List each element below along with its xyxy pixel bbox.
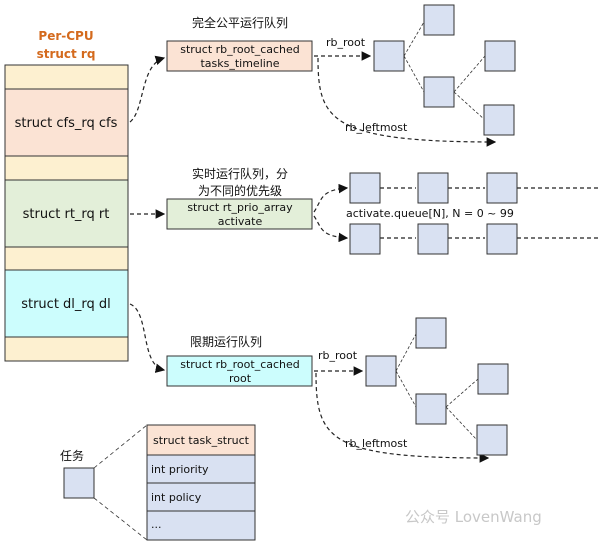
task-node	[63, 467, 95, 499]
task-struct-table	[146, 424, 256, 541]
rq-title-line1: Per-CPU	[38, 29, 93, 43]
rq-struct-stack	[4, 64, 129, 362]
cfs-rb-root-label: rb_root	[326, 36, 366, 49]
tree-node	[415, 393, 447, 425]
rq-title-line2: struct rq	[37, 47, 96, 61]
tree-node	[476, 424, 508, 456]
cfs-rb-root-box	[166, 40, 313, 72]
dl-caption: 限期运行队列	[190, 334, 262, 349]
rt-box-line1: struct rt_prio_array	[187, 201, 293, 214]
tree-node	[415, 317, 447, 349]
rq-rt-label: struct rt_rq rt	[23, 207, 110, 222]
dl-rb-leftmost-arrow	[315, 372, 490, 463]
rt-caption-line2: 为不同的优先级	[198, 183, 282, 198]
cfs-box-line1: struct rb_root_cached	[180, 43, 300, 56]
cfs-arrow	[129, 55, 166, 123]
dl-rb-leftmost-label: rb_leftmost	[345, 437, 408, 450]
cfs-caption: 完全公平运行队列	[192, 15, 288, 30]
task-field: int priority	[151, 463, 209, 476]
rq-cfs-label: struct cfs_rq cfs	[15, 116, 118, 131]
rt-queue-arrow-top	[313, 183, 349, 213]
cfs-box-line2: tasks_timeline	[200, 57, 279, 70]
dl-rb-root-label: rb_root	[318, 349, 358, 362]
task-field: ...	[151, 518, 162, 531]
tree-node	[373, 40, 405, 72]
tree-node	[423, 4, 455, 36]
rt-queue-label: activate.queue[N], N = 0 ~ 99	[346, 207, 514, 220]
tree-node	[483, 104, 515, 136]
rq-cfs-field	[4, 88, 129, 157]
cfs-rb-leftmost-arrow	[317, 57, 497, 147]
tree-node	[423, 76, 455, 108]
cfs-rb-tree	[373, 4, 516, 136]
tree-node	[365, 355, 397, 387]
task-label: 任务	[60, 448, 84, 463]
tree-node	[484, 40, 516, 72]
task-expand-lines	[93, 424, 148, 541]
queue-node	[417, 223, 449, 255]
dl-rb-tree	[365, 317, 509, 456]
dl-box-line1: struct rb_root_cached	[180, 358, 300, 371]
rt-priority-queues	[349, 172, 600, 255]
dl-box-line2: root	[229, 372, 252, 385]
rt-queue-arrow-bottom	[313, 215, 349, 243]
queue-node	[349, 223, 381, 255]
rq-rt-field	[4, 179, 129, 248]
dl-rb-root-box	[166, 355, 313, 387]
dl-arrow	[129, 303, 166, 373]
tree-node	[477, 363, 509, 395]
queue-node	[486, 223, 518, 255]
rt-caption-line1: 实时运行队列，分	[192, 166, 288, 181]
queue-node	[417, 172, 449, 204]
rt-prio-array-box	[166, 198, 313, 230]
rt-box-line2: activate	[218, 215, 263, 228]
task-field: int policy	[151, 491, 202, 504]
queue-node	[349, 172, 381, 204]
queue-node	[486, 172, 518, 204]
task-field: struct task_struct	[153, 434, 250, 447]
watermark: 公众号 LovenWang	[405, 508, 542, 526]
cfs-rb-leftmost-label: rb_leftmost	[345, 121, 408, 134]
rq-dl-label: struct dl_rq dl	[21, 297, 111, 312]
